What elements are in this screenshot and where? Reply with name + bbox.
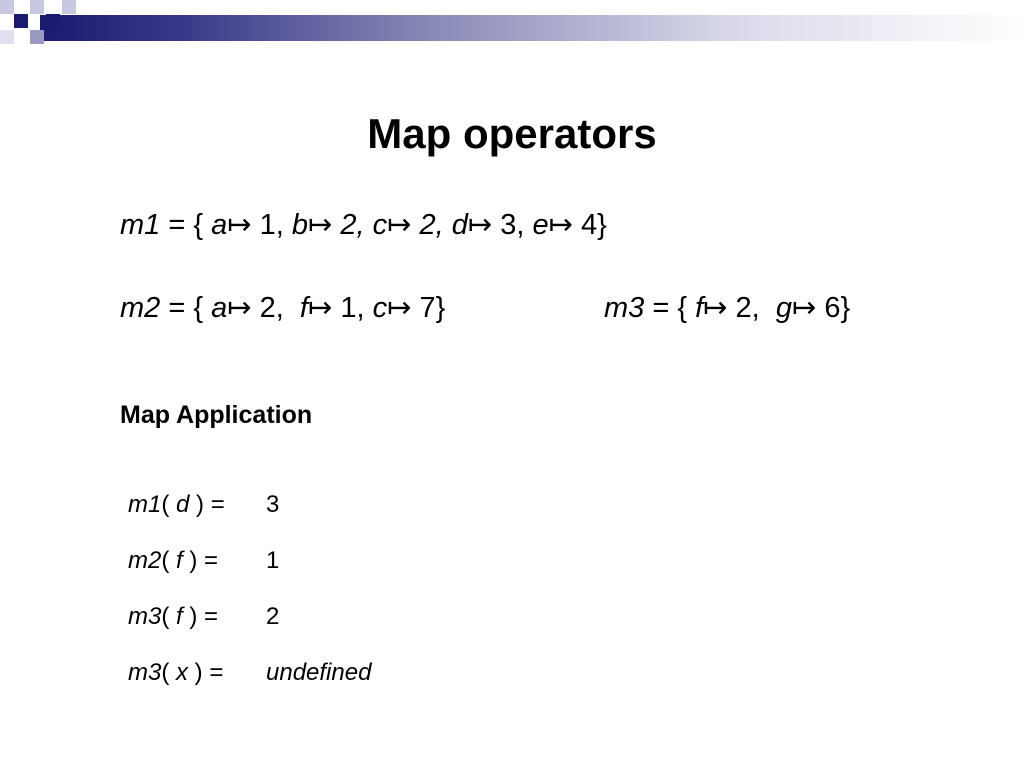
- map-name: m3: [604, 292, 645, 324]
- map-key: f: [299, 292, 308, 324]
- app-result: 3: [266, 491, 280, 518]
- app-close: ) =: [182, 603, 219, 630]
- map-key: e: [532, 209, 549, 241]
- map-key: a: [211, 209, 228, 241]
- map-name: m2: [120, 292, 161, 324]
- map-key: f: [695, 292, 704, 324]
- app-map: m1: [128, 491, 162, 518]
- maps-to-arrow: ↦: [227, 209, 252, 241]
- maps-to-arrow: ↦: [548, 209, 573, 241]
- map-value: 7}: [411, 292, 446, 324]
- app-result: undefined: [266, 659, 372, 686]
- decor-square: [14, 14, 28, 28]
- app-map: m3: [128, 659, 162, 686]
- equals-brace: = {: [160, 292, 212, 324]
- map-application-row: m3( f ) = 2: [128, 603, 279, 631]
- app-open: (: [161, 659, 177, 686]
- app-map: m2: [128, 547, 162, 574]
- map-definition-m3: m3 = { f↦ 2, g↦ 6}: [604, 290, 850, 325]
- maps-to-arrow: ↦: [791, 292, 817, 324]
- map-key: c: [372, 209, 388, 241]
- app-arg: f: [176, 603, 183, 630]
- app-arg: x: [176, 659, 189, 686]
- maps-to-arrow: ↦: [227, 292, 252, 324]
- maps-to-arrow: ↦: [467, 209, 493, 241]
- decor-square: [30, 0, 44, 14]
- equals-brace: = {: [160, 209, 212, 241]
- app-open: (: [161, 603, 177, 630]
- maps-to-arrow: ↦: [387, 209, 412, 241]
- map-value: 2,: [251, 292, 300, 324]
- map-value: 2,: [411, 209, 452, 241]
- app-arg: f: [176, 547, 183, 574]
- maps-to-arrow: ↦: [703, 292, 728, 324]
- map-value: 2,: [332, 209, 373, 241]
- maps-to-arrow: ↦: [307, 292, 333, 324]
- map-key: c: [372, 292, 388, 324]
- app-open: (: [161, 547, 177, 574]
- app-result: 1: [266, 547, 280, 574]
- maps-to-arrow: ↦: [387, 292, 412, 324]
- app-close: ) =: [189, 491, 225, 518]
- map-value: 2,: [727, 292, 776, 324]
- map-application-row: m1( d ) = 3: [128, 491, 279, 519]
- decor-square: [0, 0, 14, 14]
- map-key: a: [211, 292, 228, 324]
- map-value: 3,: [492, 209, 533, 241]
- app-map: m3: [128, 603, 162, 630]
- decor-square: [30, 30, 44, 44]
- map-value: 1,: [251, 209, 292, 241]
- equals-brace: = {: [644, 292, 696, 324]
- app-result: 2: [266, 603, 280, 630]
- app-arg: d: [176, 491, 190, 518]
- map-application-row: m3( x ) = undefined: [128, 659, 371, 687]
- map-value: 6}: [816, 292, 851, 324]
- map-key: g: [775, 292, 792, 324]
- app-open: (: [161, 491, 177, 518]
- map-definition-m1: m1 = { a↦ 1, b↦ 2, c↦ 2, d↦ 3, e↦ 4}: [120, 207, 607, 242]
- decor-square: [62, 0, 76, 14]
- section-heading: Map Application: [120, 401, 313, 429]
- decor-square: [46, 14, 60, 28]
- app-close: ) =: [182, 547, 219, 574]
- maps-to-arrow: ↦: [308, 209, 333, 241]
- map-key: d: [451, 209, 468, 241]
- map-definition-m2: m2 = { a↦ 2, f↦ 1, c↦ 7}: [120, 290, 445, 325]
- app-close: ) =: [188, 659, 224, 686]
- decor-square: [0, 30, 14, 44]
- map-value: 1,: [332, 292, 373, 324]
- map-key: b: [291, 209, 308, 241]
- slide-title: Map operators: [367, 110, 657, 157]
- map-name: m1: [120, 209, 161, 241]
- map-value: 4}: [572, 209, 607, 241]
- map-application-row: m2( f ) = 1: [128, 547, 279, 575]
- header-gradient-bar: [40, 15, 1024, 41]
